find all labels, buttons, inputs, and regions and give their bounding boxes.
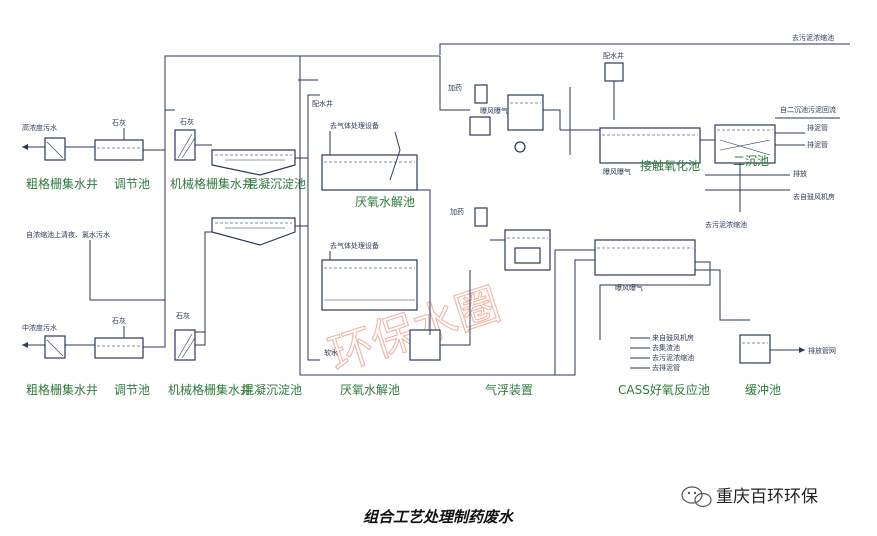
cass-shape — [594, 239, 696, 276]
row-2: 自浓缩池上清夜、氯水污水 中浓度污水 石灰 石灰 粗格栅集水井 调节池 机械格栅… — [22, 68, 308, 397]
dosing-device-1 — [474, 84, 488, 104]
chem-1-label: 加药 — [448, 83, 462, 92]
lime-1-label: 石灰 — [112, 118, 126, 127]
legend-c: 去污泥浓缩池 — [652, 353, 694, 362]
sludge-top-label: 去污泥浓缩池 — [792, 33, 834, 42]
air-flotation-1-shape — [507, 94, 544, 131]
top-sludge-line: 去污泥浓缩池 — [164, 33, 850, 70]
drain-2-label: 排泥管 — [807, 140, 828, 149]
unit-sed-1: 混凝沉淀池 — [246, 176, 306, 191]
unit-anaerobic-2: 厌氧水解池 — [340, 383, 400, 397]
unit-mech-screen-2: 机械格栅集水井 — [168, 382, 252, 397]
equalization-1-shape — [94, 139, 144, 161]
unit-cass: CASS好氧反应池 — [618, 382, 710, 397]
unit-secondary-sed: 二沉池 — [733, 154, 769, 168]
brand: 重庆百环环保 — [681, 486, 818, 508]
anaerobic-1-shape — [321, 154, 418, 191]
anaerobic-section: 配水井 去气体处理设备 厌氧水解池 去气体处理设备 厌氧水解池 软水 — [299, 70, 556, 397]
cass-section: 曝风曝气 来自鼓风机房 去集渣池 去污泥浓缩池 去排泥管 CASS好氧反应池 — [555, 239, 750, 397]
unit-mech-screen-1: 机械格栅集水井 — [170, 176, 254, 191]
air-tag-2: 曝风曝气 — [615, 283, 643, 292]
lime-4-label: 石灰 — [176, 311, 190, 320]
unit-buffer: 缓冲池 — [745, 382, 781, 397]
lime-3-label: 石灰 — [112, 316, 126, 325]
air-flotation-section: 加药 曝风曝气 加药 气浮装置 — [439, 56, 561, 397]
unit-air-flotation: 气浮装置 — [485, 382, 533, 397]
blower-label: 去自鼓风机房 — [793, 192, 835, 201]
gas-2-label: 去气体处理设备 — [330, 241, 379, 250]
soft-water-label: 软水 — [324, 348, 338, 357]
buffer-section: 排放管网 缓冲池 — [739, 334, 836, 397]
unit-anaerobic-1: 厌氧水解池 — [355, 195, 415, 209]
caption: 组合工艺处理制药废水 — [363, 508, 514, 526]
legend-d: 去排泥管 — [652, 363, 680, 372]
unit-coarse-screen-well-2: 粗格栅集水井 — [26, 382, 98, 397]
legend-a: 来自鼓风机房 — [652, 333, 694, 342]
sludge-return-label: 自二沉池污泥回流 — [780, 105, 836, 114]
mid-conc-label: 中浓度污水 — [22, 323, 57, 332]
unit-equalization-1: 调节池 — [114, 177, 150, 191]
wechat-icon — [681, 486, 712, 508]
secondary-sed-shape — [714, 124, 776, 164]
buffer-shape — [739, 334, 771, 364]
reuse-label: 排放 — [793, 169, 807, 178]
coarse-screen-well-2-shape — [44, 335, 66, 359]
high-conc-label: 高浓度污水 — [22, 123, 57, 132]
brand-name: 重庆百环环保 — [716, 487, 818, 507]
sed-2-shape — [211, 217, 296, 246]
air-tag-1: 曝风曝气 — [603, 167, 631, 176]
low-conc-label: 自浓缩池上清夜、氯水污水 — [26, 230, 110, 239]
sed-1-shape — [211, 149, 296, 176]
coarse-screen-well-1-shape — [44, 137, 66, 161]
unit-contact-ox: 接触氧化池 — [640, 158, 700, 173]
drain-1-label: 排泥管 — [807, 123, 828, 132]
chem-2-label: 加药 — [450, 207, 464, 216]
sludge-conc-label: 去污泥浓缩池 — [705, 220, 747, 229]
lime-2-label: 石灰 — [180, 117, 194, 126]
intermediate-tank — [409, 329, 441, 361]
contact-ox-shape — [599, 127, 701, 164]
row-1: 高浓度污水 石灰 石灰 粗格栅集水井 调节池 机械格栅集水井 混凝沉淀池 — [22, 79, 320, 191]
dosing-well-2-label: 配水井 — [603, 51, 624, 60]
unit-sed-2: 混凝沉淀池 — [242, 382, 302, 397]
air-flotation-tag-1: 曝风曝气 — [480, 106, 508, 115]
unit-coarse-screen-well-1: 粗格栅集水井 — [26, 176, 98, 191]
discharge-label: 排放管网 — [808, 346, 836, 355]
gas-1-label: 去气体处理设备 — [330, 121, 379, 130]
anaerobic-2-shape — [321, 259, 418, 311]
equalization-2-shape — [94, 337, 144, 359]
unit-equalization-2: 调节池 — [114, 383, 150, 397]
legend-b: 去集渣池 — [652, 343, 680, 352]
contact-oxidation-section: 配水井 曝风曝气 接触氧化池 二沉池 自二沉池污泥回流 排泥管 排泥管 排放 去… — [560, 51, 840, 229]
dosing-well-1-label: 配水井 — [312, 99, 333, 108]
dosing-device-2 — [474, 207, 488, 227]
